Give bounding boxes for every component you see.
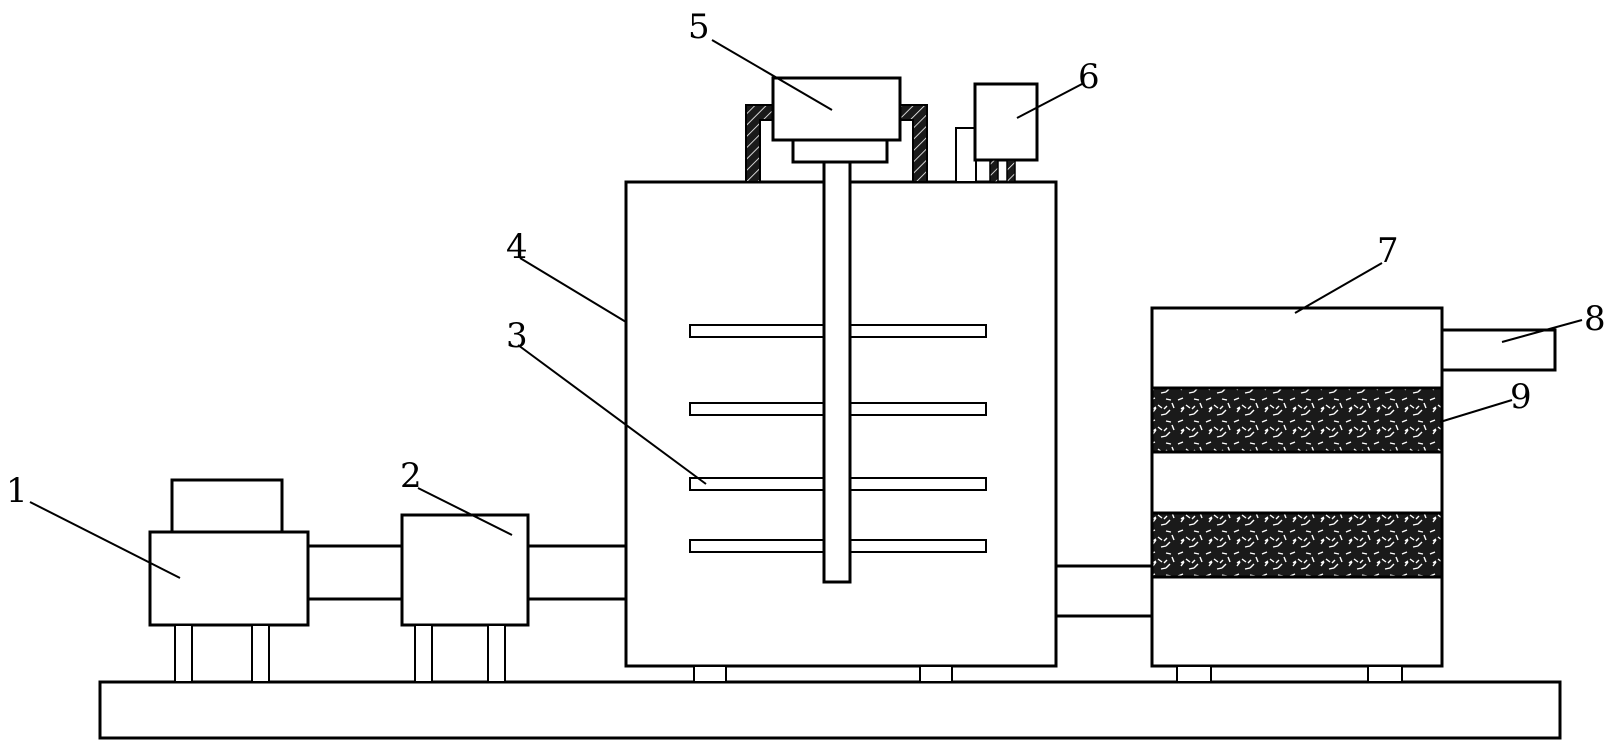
device-2	[400, 513, 530, 683]
device-2-leg	[414, 624, 433, 683]
label-1: 1	[6, 471, 28, 511]
leader-line-7	[1294, 262, 1383, 314]
label-2: 2	[400, 456, 422, 496]
device-6-mount	[955, 127, 977, 183]
leader-line-5	[711, 39, 833, 111]
device-2-body	[400, 513, 530, 627]
device-1-leg	[174, 624, 193, 683]
leader-lines	[29, 39, 1583, 579]
base-plate	[98, 680, 1562, 740]
leader-line-1	[29, 501, 181, 579]
leader-line-2	[417, 487, 513, 536]
pipe-2-4	[526, 544, 628, 601]
label-6: 6	[1078, 57, 1100, 97]
label-5: 5	[688, 7, 710, 47]
device-1-leg	[251, 624, 270, 683]
device-6	[955, 82, 1039, 183]
leader-line-8	[1501, 319, 1583, 343]
motor-bracket-right	[897, 104, 928, 183]
filter-tower-foot	[1176, 665, 1212, 683]
leader-line-3	[517, 344, 707, 485]
label-4: 4	[506, 227, 528, 267]
filter-tower-foot	[1367, 665, 1403, 683]
outlet-pipe-8	[1440, 328, 1557, 372]
device-1	[148, 478, 310, 683]
filter-layer-9-lower	[1150, 511, 1444, 579]
label-9: 9	[1510, 377, 1532, 417]
motor-bracket-left	[745, 104, 776, 183]
device-1-top-block	[170, 478, 284, 535]
label-3: 3	[506, 316, 528, 356]
leader-line-6	[1016, 83, 1083, 119]
device-6-connector	[1006, 159, 1016, 183]
stirring-shaft	[822, 160, 852, 584]
tank-4-foot	[693, 665, 727, 683]
device-2-leg	[487, 624, 506, 683]
filter-tower-7	[1150, 306, 1444, 683]
leader-line-9	[1439, 399, 1513, 423]
label-8: 8	[1584, 299, 1606, 339]
tank-4-foot	[919, 665, 953, 683]
filter-layer-9-upper	[1150, 386, 1444, 454]
motor-5	[771, 76, 902, 164]
device-6-body	[973, 82, 1039, 162]
device-6-connector	[989, 159, 999, 183]
label-7: 7	[1377, 231, 1399, 271]
leader-line-4	[519, 257, 627, 323]
motor-5-coupling	[791, 138, 889, 164]
pipe-4-7	[1054, 564, 1154, 618]
device-1-body	[148, 530, 310, 627]
pipe-1-2	[306, 544, 404, 601]
motor-5-body	[771, 76, 902, 142]
filter-tower-body	[1150, 306, 1444, 668]
